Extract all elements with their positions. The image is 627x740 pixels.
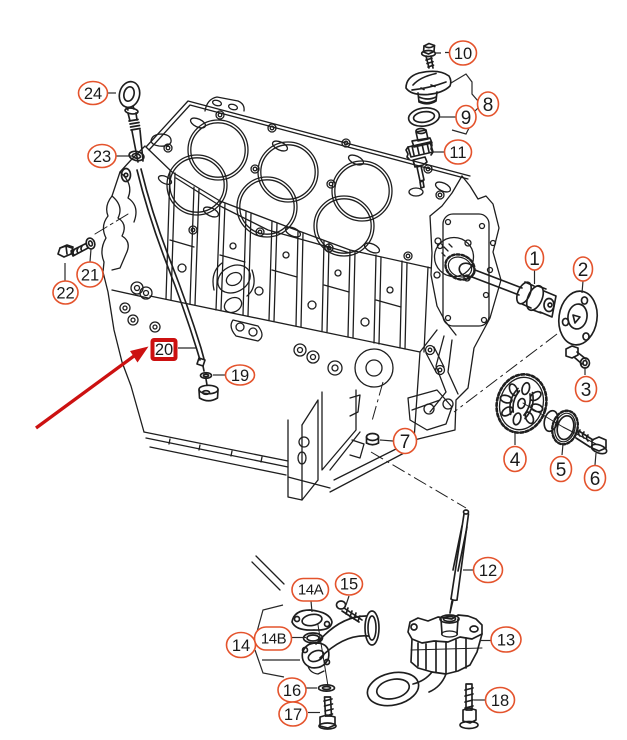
svg-text:3: 3 — [581, 380, 592, 401]
svg-text:5: 5 — [556, 460, 567, 481]
svg-text:10: 10 — [454, 45, 472, 63]
svg-text:1: 1 — [529, 249, 540, 270]
svg-text:12: 12 — [479, 562, 497, 580]
svg-text:4: 4 — [510, 450, 521, 471]
svg-text:7: 7 — [400, 432, 411, 453]
svg-text:19: 19 — [231, 367, 249, 385]
svg-text:20: 20 — [155, 341, 173, 359]
svg-text:8: 8 — [483, 95, 494, 116]
svg-text:24: 24 — [84, 85, 102, 103]
svg-text:21: 21 — [81, 267, 99, 285]
svg-text:22: 22 — [56, 285, 74, 303]
svg-text:9: 9 — [461, 108, 472, 129]
svg-text:2: 2 — [578, 260, 589, 281]
svg-text:18: 18 — [491, 692, 509, 710]
svg-text:6: 6 — [590, 469, 601, 490]
svg-text:17: 17 — [284, 706, 302, 724]
svg-text:14B: 14B — [261, 631, 287, 648]
svg-text:11: 11 — [449, 144, 466, 162]
svg-text:15: 15 — [340, 576, 358, 594]
svg-text:14A: 14A — [298, 582, 324, 599]
svg-text:16: 16 — [283, 682, 301, 700]
svg-text:14: 14 — [232, 637, 250, 655]
svg-text:23: 23 — [93, 148, 111, 166]
svg-text:13: 13 — [497, 632, 515, 650]
